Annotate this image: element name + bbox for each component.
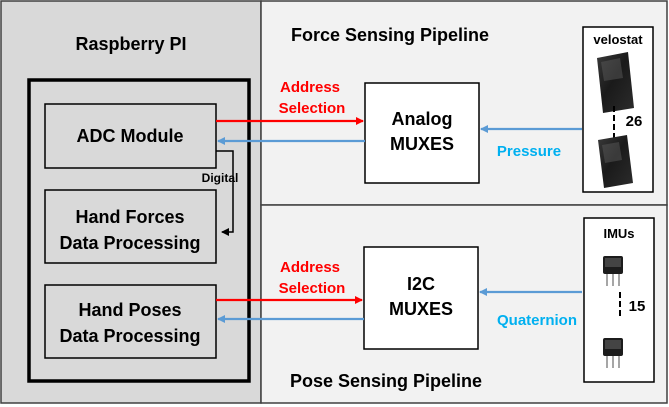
quaternion-label: Quaternion	[497, 312, 577, 329]
adc-module-label: ADC Module	[77, 126, 184, 146]
hand-forces-box	[44, 189, 217, 264]
velostat-count: 26	[626, 113, 643, 130]
pressure-label: Pressure	[497, 143, 561, 160]
analog-mux-box	[364, 82, 480, 184]
velostat-pad-top	[597, 52, 634, 113]
adc-module-box	[44, 103, 217, 169]
pose-address-line1: Address	[280, 259, 340, 276]
hand-poses-line1: Hand Poses	[78, 300, 181, 320]
digital-label: Digital	[202, 171, 239, 185]
i2c-mux-line2: MUXES	[389, 299, 453, 319]
imu-chip-top	[603, 256, 623, 286]
pose-address-line2: Selection	[279, 280, 346, 297]
force-address-line1: Address	[280, 79, 340, 96]
imus-title: IMUs	[603, 226, 634, 241]
force-pipeline-title: Force Sensing Pipeline	[291, 25, 489, 45]
hand-poses-box	[44, 284, 217, 359]
analog-mux-line2: MUXES	[390, 134, 454, 154]
imu-chip-bottom	[603, 338, 623, 368]
raspberry-pi-title: Raspberry PI	[75, 34, 186, 54]
pose-pipeline-title: Pose Sensing Pipeline	[290, 371, 482, 391]
velostat-title: velostat	[593, 32, 643, 47]
digital-connector-arrow	[216, 150, 234, 236]
i2c-mux-box	[363, 246, 479, 350]
analog-mux-line1: Analog	[392, 109, 453, 129]
force-address-line2: Selection	[279, 100, 346, 117]
imus-count: 15	[629, 298, 646, 315]
hand-forces-line1: Hand Forces	[75, 207, 184, 227]
i2c-mux-line1: I2C	[407, 274, 435, 294]
hand-forces-line2: Data Processing	[59, 233, 200, 253]
velostat-pad-bottom	[598, 135, 633, 188]
hand-poses-line2: Data Processing	[59, 326, 200, 346]
